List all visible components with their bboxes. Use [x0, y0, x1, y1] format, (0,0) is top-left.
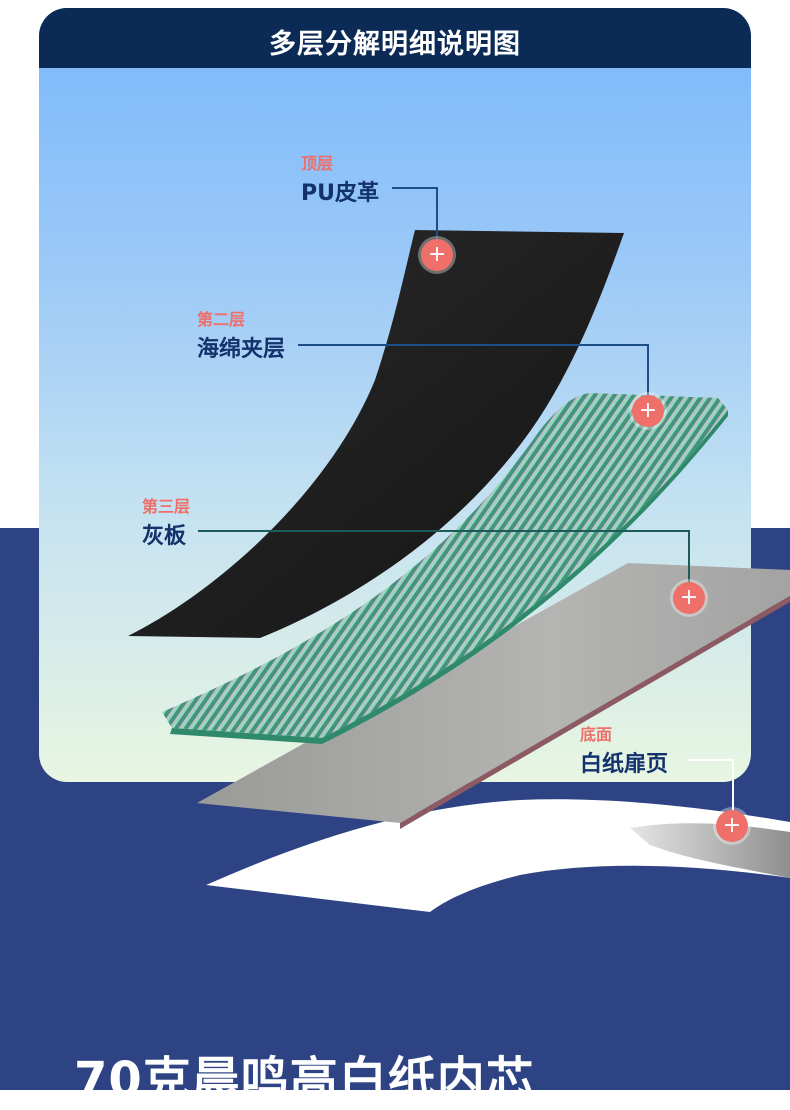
grey-board-layer: [197, 563, 790, 823]
leader-line-paper: [688, 759, 734, 810]
layer-4-name: 白纸扉页: [580, 752, 669, 777]
card-header: 多层分解明细说明图: [39, 8, 751, 68]
grey-board-edge: [400, 596, 790, 829]
white-paper-curl: [630, 823, 790, 878]
leather-layer: [128, 230, 624, 638]
layer-3-tag: 第三层: [142, 497, 191, 516]
layer-1-name: PU皮革: [301, 181, 379, 206]
layer-4-tag: 底面: [580, 725, 613, 744]
sponge-layer: [162, 393, 728, 738]
layer-2-name: 海绵夹层: [197, 337, 286, 362]
hotspot-plus-icon[interactable]: +: [716, 810, 748, 842]
hotspot-plus-icon[interactable]: +: [421, 239, 453, 271]
leader-line-sponge: [298, 344, 649, 396]
leader-line-board: [198, 530, 690, 583]
hotspot-plus-icon[interactable]: +: [673, 582, 705, 614]
layer-1-tag: 顶层: [301, 154, 334, 173]
layer-2-tag: 第二层: [197, 310, 246, 329]
leader-line-leather: [392, 187, 438, 240]
page-title: 多层分解明细说明图: [269, 29, 521, 60]
hotspot-plus-icon[interactable]: +: [632, 395, 664, 427]
layer-3-name: 灰板: [142, 524, 187, 549]
section-title: 70克晨鸣高白纸内芯: [74, 1052, 535, 1108]
